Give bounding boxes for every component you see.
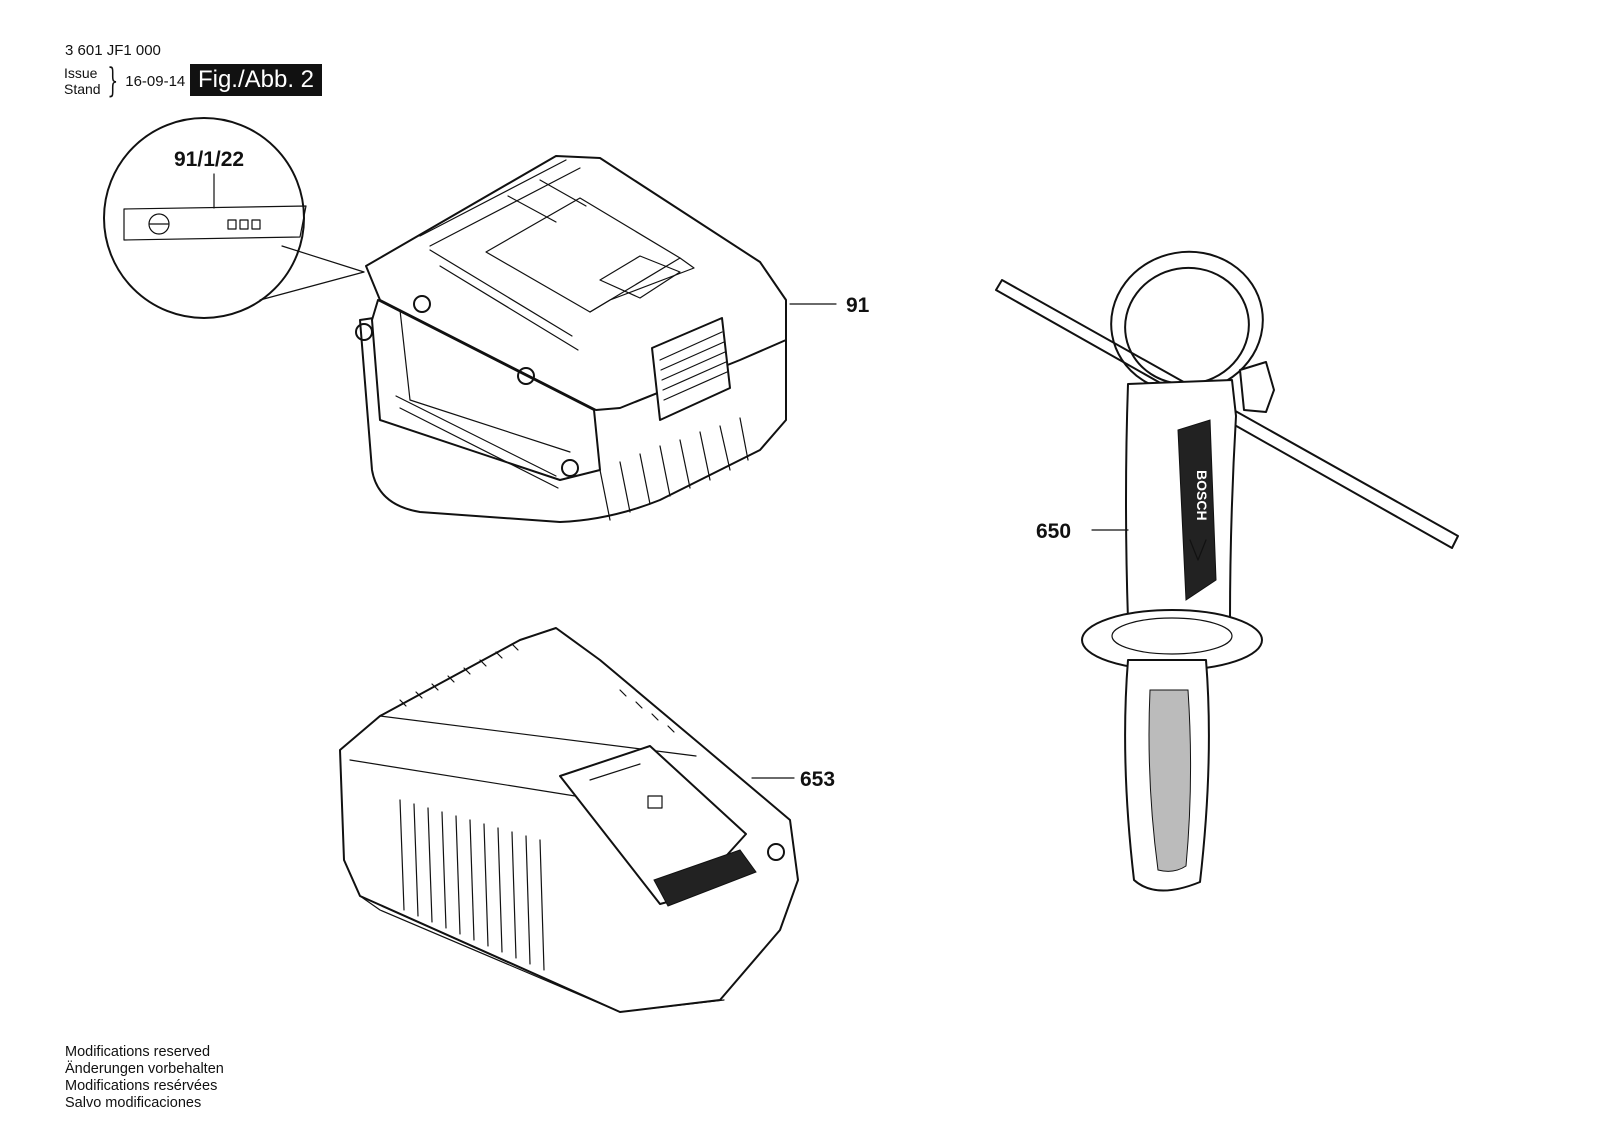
footer-line-en: Modifications reserved bbox=[65, 1044, 211, 1060]
release-button bbox=[651, 317, 731, 421]
callout-91: 91 bbox=[846, 294, 870, 317]
footer-notes: Modifications reserved Änderungen vorbeh… bbox=[65, 1044, 224, 1112]
footer-line-fr: Modifications resérvées bbox=[65, 1078, 218, 1094]
bosch-logo-text: BOSCH bbox=[1194, 470, 1210, 521]
issue-date: 16-09-14 bbox=[125, 72, 186, 90]
footer-line-es: Salvo modificaciones bbox=[65, 1095, 202, 1111]
battery-pack: 91 bbox=[355, 155, 870, 523]
rating-label-plate bbox=[123, 205, 307, 241]
figure-badge: Fig./Abb. 2 bbox=[190, 64, 322, 96]
footer-line-de: Änderungen vorbehalten bbox=[65, 1061, 224, 1077]
battery-front-panel bbox=[371, 299, 601, 481]
brace-glyph: } bbox=[107, 61, 118, 101]
callout-91-1-22: 91/1/22 bbox=[174, 148, 244, 171]
charger: 653 bbox=[339, 627, 835, 1013]
wing-knob bbox=[1239, 361, 1275, 413]
label-hole-icon bbox=[148, 213, 170, 235]
callout-653: 653 bbox=[800, 768, 835, 791]
charger-body bbox=[339, 627, 799, 1013]
callout-650: 650 bbox=[1036, 520, 1071, 543]
charger-led-grille bbox=[653, 849, 757, 907]
stand-label: Stand bbox=[64, 81, 101, 97]
detail-leader-line-2 bbox=[259, 271, 365, 301]
side-handle: BOSCH 650 bbox=[995, 250, 1459, 892]
issue-block: Issue Stand } 16-09-14 bbox=[64, 61, 186, 101]
issue-label: Issue bbox=[64, 65, 98, 81]
label-detail-view: 91/1/22 bbox=[103, 117, 365, 319]
detail-leader-line bbox=[281, 245, 365, 273]
handle-logo-strip bbox=[1177, 419, 1217, 601]
issue-labels: Issue Stand bbox=[64, 65, 101, 97]
document-number: 3 601 JF1 000 bbox=[65, 42, 161, 59]
